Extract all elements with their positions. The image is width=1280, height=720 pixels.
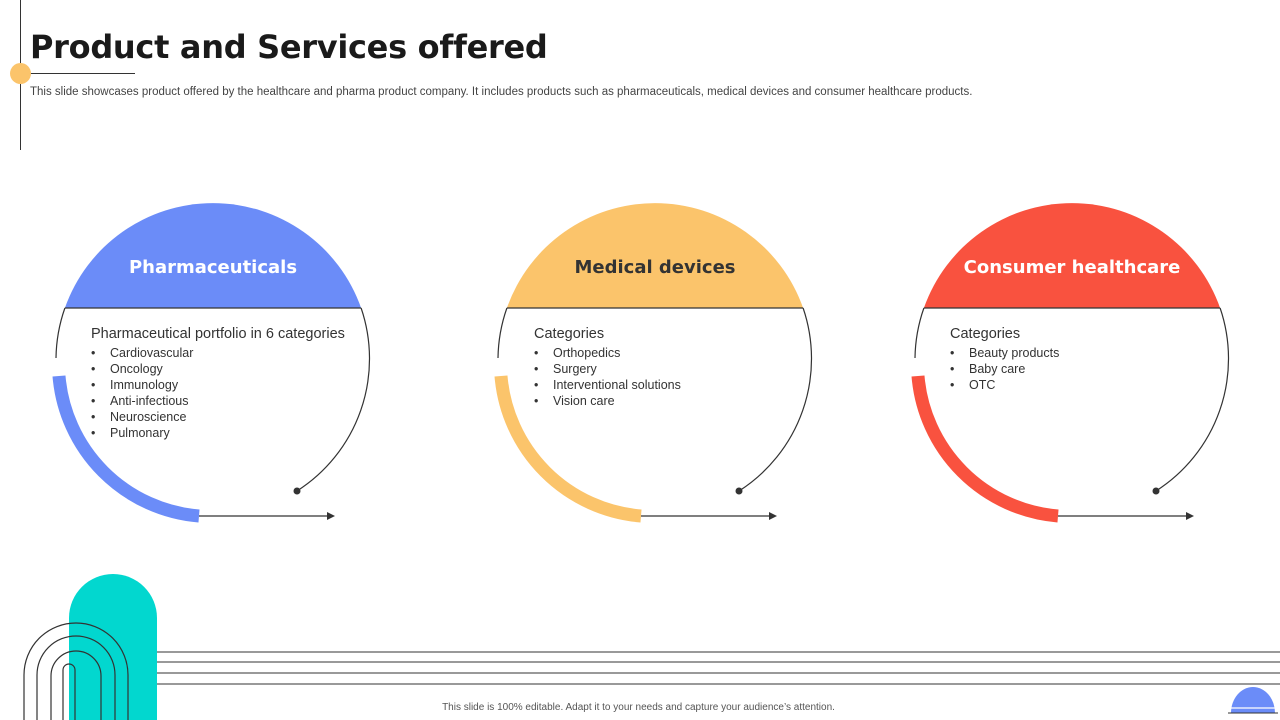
card-item-list: CardiovascularOncologyImmunologyAnti-inf… <box>91 345 345 441</box>
card-list-item: Surgery <box>534 361 681 377</box>
card-body-pharmaceuticals: Pharmaceutical portfolio in 6 categories… <box>91 326 345 441</box>
card-category-label: Pharmaceutical portfolio in 6 categories <box>91 326 345 342</box>
card-list-item: Orthopedics <box>534 345 681 361</box>
card-outline <box>1155 307 1230 492</box>
card-list-item: Cardiovascular <box>91 345 345 361</box>
card-list-item: Pulmonary <box>91 425 345 441</box>
concentric-arch-middle <box>36 635 116 720</box>
card-outline <box>497 307 508 359</box>
card-accent-arc <box>911 375 1059 523</box>
card-list-item: Interventional solutions <box>534 377 681 393</box>
card-cap <box>506 203 804 308</box>
card-item-list: Beauty productsBaby careOTC <box>950 345 1059 393</box>
card-consumer-healthcare-graphic <box>911 203 1230 523</box>
concentric-arch-outer <box>23 622 129 720</box>
card-item-list: OrthopedicsSurgeryInterventional solutio… <box>534 345 681 409</box>
card-pharmaceuticals-graphic <box>52 203 371 523</box>
card-list-item: OTC <box>950 377 1059 393</box>
title-accent-dot <box>10 63 31 84</box>
card-cap <box>64 203 362 308</box>
card-accent-arc <box>52 375 200 523</box>
card-outline <box>738 307 813 492</box>
card-heading-consumer-healthcare: Consumer healthcare <box>963 257 1181 278</box>
blue-semicircle <box>1231 687 1275 713</box>
card-category-label: Categories <box>950 326 1021 342</box>
card-arrow-head <box>769 512 777 520</box>
card-category-label: Categories <box>534 326 605 342</box>
card-body-medical-devices: Categories OrthopedicsSurgeryInterventio… <box>534 326 681 409</box>
card-heading-medical-devices: Medical devices <box>574 257 736 278</box>
card-cap <box>923 203 1221 308</box>
card-heading-pharmaceuticals: Pharmaceuticals <box>128 257 298 278</box>
card-body-consumer-healthcare: Categories Beauty productsBaby careOTC <box>950 326 1059 393</box>
card-medical-devices-graphic <box>494 203 813 523</box>
card-list-item: Beauty products <box>950 345 1059 361</box>
card-end-dot <box>1152 487 1160 495</box>
title-horizontal-rule <box>20 73 135 74</box>
card-accent-arc <box>494 375 642 523</box>
card-list-item: Vision care <box>534 393 681 409</box>
card-arrow-head <box>1186 512 1194 520</box>
card-end-dot <box>293 487 301 495</box>
card-list-item: Neuroscience <box>91 409 345 425</box>
card-arrow-head <box>327 512 335 520</box>
teal-arch <box>69 574 157 720</box>
card-list-item: Anti-infectious <box>91 393 345 409</box>
card-end-dot <box>735 487 743 495</box>
page-subtitle: This slide showcases product offered by … <box>30 86 973 98</box>
footer-note: This slide is 100% editable. Adapt it to… <box>442 702 835 713</box>
concentric-arch-inner <box>50 650 102 720</box>
card-list-item: Oncology <box>91 361 345 377</box>
concentric-arch-core <box>62 663 76 720</box>
page-title: Product and Services offered <box>30 28 548 66</box>
card-list-item: Baby care <box>950 361 1059 377</box>
card-outline <box>914 307 925 359</box>
card-outline <box>55 307 66 359</box>
card-list-item: Immunology <box>91 377 345 393</box>
card-outline <box>296 307 371 492</box>
